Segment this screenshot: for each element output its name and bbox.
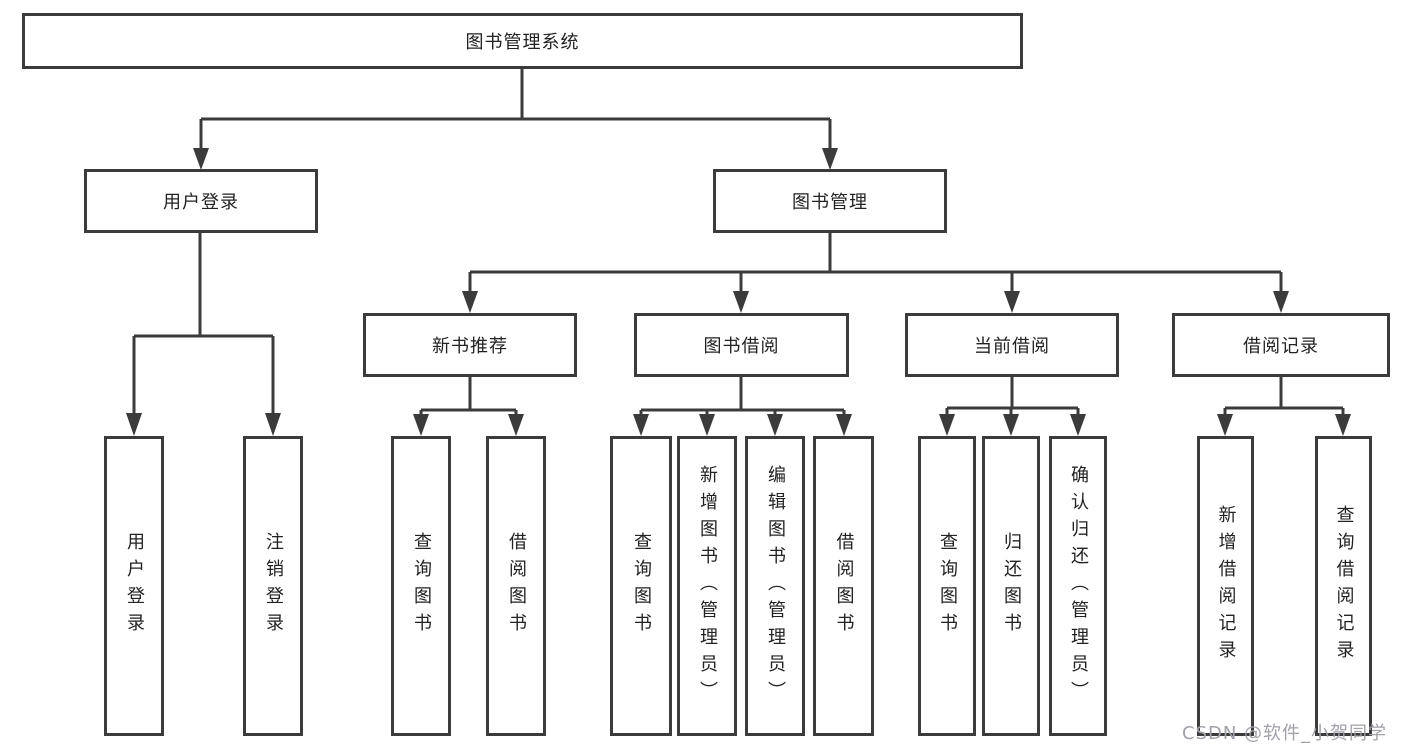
node-current-borrow-label: 当前借阅 [974,336,1050,357]
node-user-login: 用户登录 [84,169,318,233]
node-leaf-br-add-record-label: 新增借阅记录 [1215,505,1237,667]
connector-user-login-children [126,233,281,436]
node-leaf-nb-query-book: 查询图书 [391,436,451,736]
connector-root-to-level2 [193,69,838,170]
node-leaf-bb-borrow-book-label: 借阅图书 [833,532,855,640]
node-current-borrow: 当前借阅 [905,313,1119,377]
node-leaf-br-query-record-label: 查询借阅记录 [1333,505,1355,667]
node-leaf-bb-query-book: 查询图书 [610,436,672,736]
node-leaf-cb-query-book-label: 查询图书 [937,532,958,640]
node-root-label: 图书管理系统 [465,32,580,53]
node-leaf-bb-add-book: 新增图书（管理员） [677,436,737,736]
node-leaf-bb-edit-book-label: 编辑图书（管理员） [765,464,786,708]
node-leaf-cb-return-book-label: 归还图书 [1001,532,1022,640]
node-leaf-br-query-record: 查询借阅记录 [1315,436,1372,736]
node-leaf-bb-add-book-label: 新增图书（管理员） [697,464,718,708]
node-book-mgmt-label: 图书管理 [792,192,868,213]
node-borrow-record-label: 借阅记录 [1243,336,1319,357]
node-user-login-label: 用户登录 [163,192,239,213]
node-leaf-cb-query-book: 查询图书 [918,436,976,736]
node-leaf-br-add-record: 新增借阅记录 [1197,436,1254,736]
node-leaf-bb-query-book-label: 查询图书 [631,532,652,640]
connector-current-borrow-children [939,377,1086,436]
node-leaf-cb-confirm-return: 确认归还（管理员） [1049,436,1107,736]
node-book-borrow: 图书借阅 [634,313,849,377]
node-leaf-logout-label: 注销登录 [263,532,284,640]
csdn-watermark: CSDN @软件_小贺同学 [1182,723,1388,744]
node-book-mgmt: 图书管理 [713,169,947,233]
node-leaf-user-login: 用户登录 [104,436,164,736]
node-leaf-logout: 注销登录 [243,436,303,736]
node-new-book-rec: 新书推荐 [363,313,577,377]
node-leaf-user-login-label: 用户登录 [124,532,145,640]
node-book-borrow-label: 图书借阅 [703,336,780,357]
node-leaf-nb-query-book-label: 查询图书 [411,532,432,640]
connector-borrow-record-children [1217,377,1351,436]
node-leaf-cb-confirm-return-label: 确认归还（管理员） [1068,464,1089,708]
node-leaf-nb-borrow-book: 借阅图书 [486,436,546,736]
node-new-book-rec-label: 新书推荐 [432,336,508,357]
node-root: 图书管理系统 [22,13,1023,69]
node-leaf-bb-borrow-book: 借阅图书 [813,436,874,736]
connector-book-borrow-children [633,377,852,436]
node-leaf-cb-return-book: 归还图书 [982,436,1040,736]
node-leaf-bb-edit-book: 编辑图书（管理员） [745,436,805,736]
node-borrow-record: 借阅记录 [1172,313,1390,377]
connector-new-book-rec-children [413,377,524,436]
node-leaf-nb-borrow-book-label: 借阅图书 [506,532,527,640]
connector-book-mgmt-children [462,233,1289,313]
